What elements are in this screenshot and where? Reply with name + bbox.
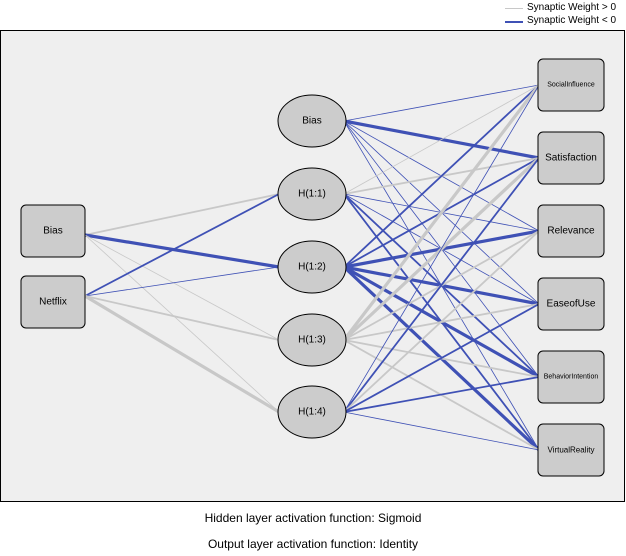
node-label-o6: VirtualReality (548, 446, 595, 455)
hidden-activation-caption: Hidden layer activation function: Sigmoi… (204, 511, 422, 525)
node-shape-o6 (537, 423, 605, 477)
connection-in-bias-to-h1 (84, 193, 280, 236)
node-shape-h2 (277, 240, 347, 294)
node-label-in-bias: Bias (43, 226, 62, 237)
legend-negative-swatch (505, 21, 523, 23)
node-shape-h3 (277, 313, 347, 367)
node-h3: H(1:3) (277, 313, 347, 367)
node-label-h3: H(1:3) (298, 335, 326, 346)
node-label-o3: Relevance (547, 226, 595, 237)
legend-positive: Synaptic Weight > 0 (500, 2, 626, 14)
connection-h4-to-o6 (343, 411, 540, 451)
node-shape-o1 (537, 58, 605, 112)
legend-negative: Synaptic Weight < 0 (500, 15, 626, 27)
node-label-o2: Satisfaction (545, 153, 597, 164)
node-shape-o3 (537, 204, 605, 258)
connection-h4-to-o1 (343, 84, 540, 413)
node-shape-o2 (537, 131, 605, 185)
node-in-bias: Bias (20, 204, 86, 258)
node-label-o1: SocialInfluence (547, 82, 595, 89)
node-shape-o5 (537, 350, 605, 404)
node-label-o4: EaseofUse (547, 299, 596, 310)
connection-h4-to-o5 (343, 376, 540, 413)
connections (83, 83, 541, 452)
connection-in-netflix-to-h1 (84, 193, 280, 297)
node-o6: VirtualReality (537, 423, 605, 477)
legend-positive-swatch (505, 8, 523, 9)
connection-in-bias-to-h3 (84, 234, 280, 341)
node-shape-h1 (277, 167, 347, 221)
output-activation-caption: Output layer activation function: Identi… (207, 537, 419, 551)
node-h4: H(1:4) (277, 385, 347, 439)
connection-in-netflix-to-h4 (83, 294, 281, 414)
node-label-h2: H(1:2) (298, 262, 326, 273)
node-shape-in-netflix (20, 275, 86, 329)
connection-in-netflix-to-h2 (84, 266, 280, 297)
node-in-netflix: Netflix (20, 275, 86, 329)
node-h1: H(1:1) (277, 167, 347, 221)
node-label-o5: BehaviorIntention (544, 374, 599, 381)
connection-h4-to-o4 (343, 303, 540, 413)
connection-h4-to-o3 (343, 230, 540, 413)
connection-h3-to-o1 (342, 83, 541, 342)
connection-h2-to-o1 (343, 84, 540, 268)
node-o3: Relevance (537, 204, 605, 258)
connection-in-bias-to-h4 (84, 234, 280, 413)
node-h2: H(1:2) (277, 240, 347, 294)
node-shape-o4 (537, 277, 605, 331)
node-o5: BehaviorIntention (537, 350, 605, 404)
connection-in-netflix-to-h3 (84, 295, 280, 341)
connection-h4-to-o2 (343, 157, 540, 413)
node-label-h1: H(1:1) (298, 189, 326, 200)
node-shape-h-bias (277, 94, 347, 148)
node-h-bias: Bias (277, 94, 347, 148)
node-o2: Satisfaction (537, 131, 605, 185)
node-label-h4: H(1:4) (298, 407, 326, 418)
connection-h-bias-to-o1 (343, 84, 540, 122)
node-o1: SocialInfluence (537, 58, 605, 112)
legend-positive-label: Synaptic Weight > 0 (527, 2, 617, 13)
legend-negative-label: Synaptic Weight < 0 (527, 15, 617, 26)
node-o4: EaseofUse (537, 277, 605, 331)
node-shape-in-bias (20, 204, 86, 258)
node-label-h-bias: Bias (302, 116, 321, 127)
node-shape-h4 (277, 385, 347, 439)
connection-in-bias-to-h2 (83, 233, 281, 269)
legend: Synaptic Weight > 0 Synaptic Weight < 0 (500, 2, 626, 28)
node-label-in-netflix: Netflix (39, 297, 67, 308)
connection-h1-to-o1 (343, 84, 540, 195)
